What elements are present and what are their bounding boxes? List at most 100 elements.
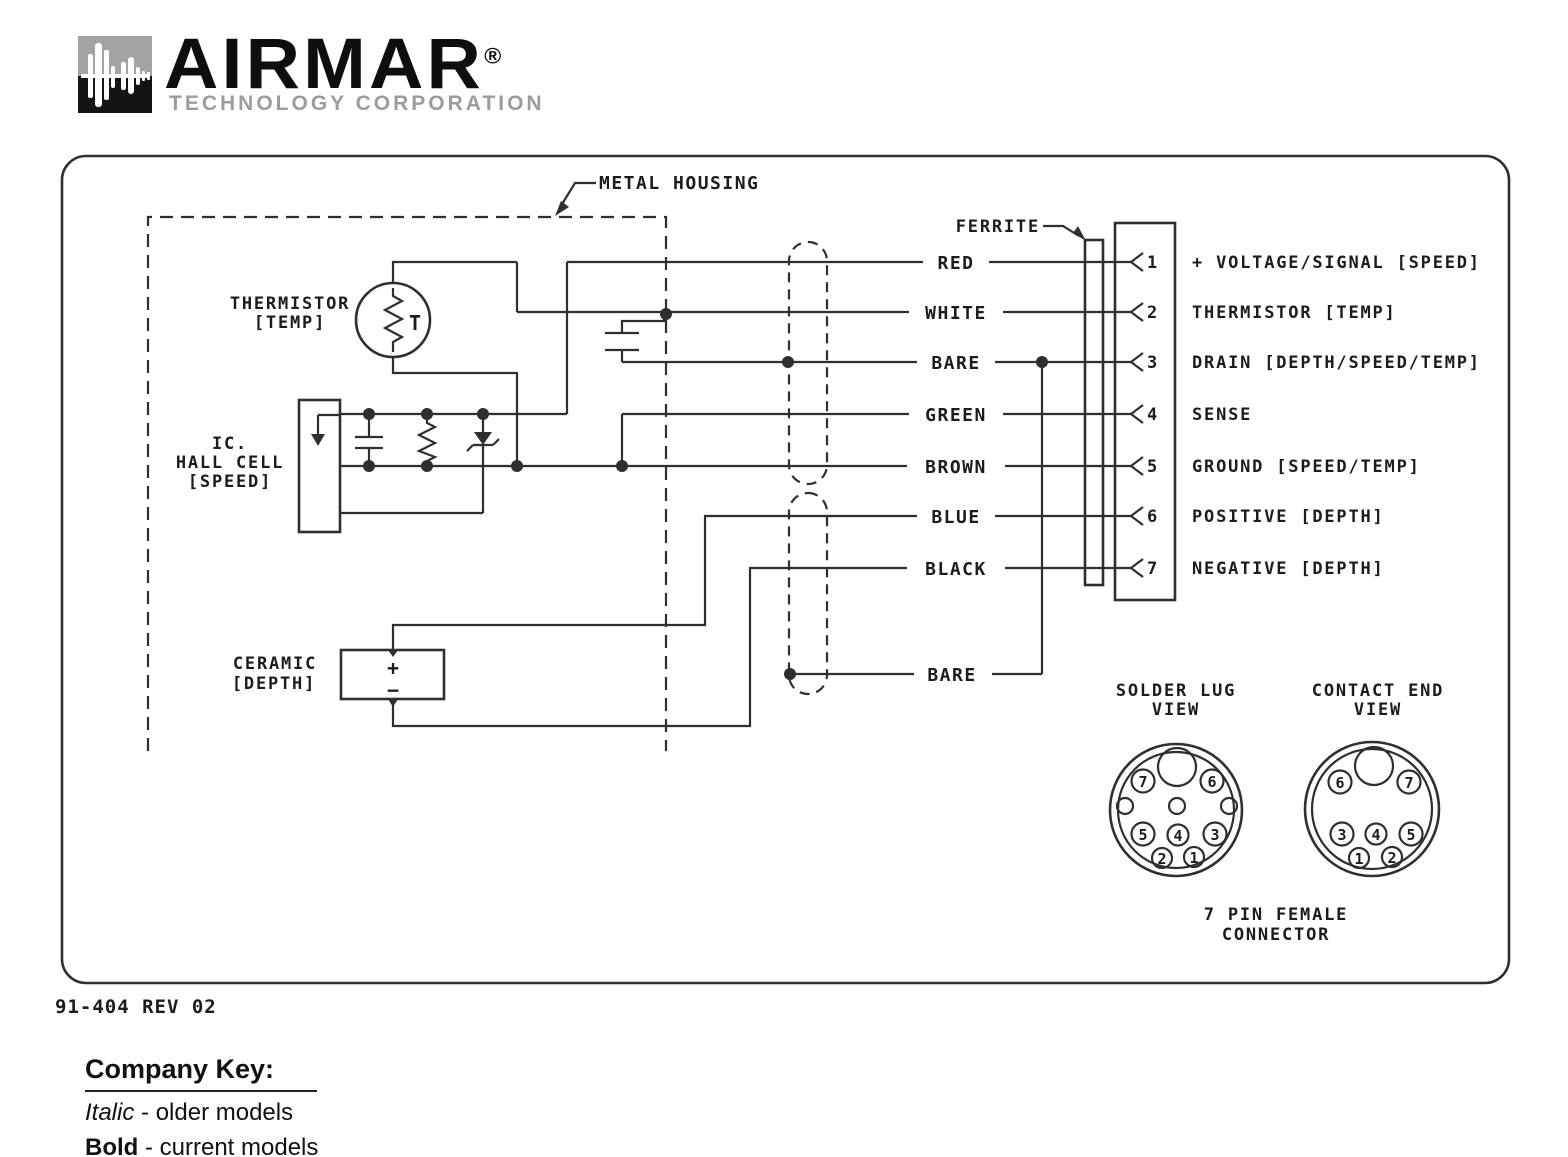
pin-number-6: 6	[1147, 507, 1159, 527]
thermistor-ground-junction	[511, 460, 523, 472]
contact-pin-6: 6	[1335, 774, 1344, 792]
ceramic-label-2: [DEPTH]	[232, 674, 316, 694]
solder-pin-4: 4	[1173, 827, 1182, 845]
keyway-circle	[1353, 745, 1395, 787]
diagram-border	[60, 154, 1511, 985]
pin-number-1: 1	[1147, 253, 1159, 273]
cable-shield-oval-top	[787, 240, 829, 486]
pin-desc-4: SENSE	[1192, 405, 1252, 425]
contact-pin-3: 3	[1337, 826, 1346, 844]
connector-caption-1: 7 PIN FEMALE	[1204, 905, 1348, 925]
solder-lug-title-2: VIEW	[1152, 700, 1200, 720]
connector-box	[1113, 221, 1177, 602]
wire-bare-2	[784, 668, 1042, 680]
solder-pin-7: 7	[1138, 773, 1147, 791]
solder-lug-title-1: SOLDER LUG	[1116, 681, 1236, 701]
logo-subtitle: TECHNOLOGY CORPORATION	[169, 92, 545, 115]
contact-end-title-1: CONTACT END	[1312, 681, 1444, 701]
solder-pin-3: 3	[1210, 826, 1219, 844]
registered-mark: ®	[484, 43, 502, 69]
pin-chevron-2	[1129, 302, 1144, 322]
contact-pin-5: 5	[1406, 826, 1415, 844]
wire-label-white: WHITE	[925, 303, 987, 324]
pin-desc-6: POSITIVE [DEPTH]	[1192, 507, 1385, 527]
airmar-logo: AIRMAR® TECHNOLOGY CORPORATION	[0, 0, 600, 130]
center-hole	[1167, 796, 1187, 816]
brand-text: AIRMAR®	[164, 24, 501, 105]
connector-caption-2: CONNECTOR	[1222, 925, 1330, 945]
ferrite-bead	[1083, 238, 1105, 587]
pin-chevron-3	[1129, 352, 1144, 372]
wire-label-black: BLACK	[925, 559, 987, 580]
logo-waveform-icon	[78, 36, 152, 113]
pin-number-7: 7	[1147, 559, 1159, 579]
thermistor-symbol: T	[354, 260, 519, 466]
contact-pin-7: 7	[1404, 774, 1413, 792]
pin-desc-2: THERMISTOR [TEMP]	[1192, 303, 1397, 323]
hall-label-1: IC.	[212, 434, 248, 454]
pin-chevron-7	[1129, 558, 1144, 578]
pin-number-2: 2	[1147, 303, 1159, 323]
pin-desc-5: GROUND [SPEED/TEMP]	[1192, 457, 1421, 477]
doc-number: 91-404 REV 02	[55, 996, 217, 1018]
ferrite-leader	[1043, 224, 1086, 241]
pin-chevron-1	[1129, 252, 1144, 272]
italic-desc: - older models	[134, 1099, 294, 1126]
zener-diode-symbol	[466, 408, 500, 513]
solder-pin-5: 5	[1138, 826, 1147, 844]
wire-green	[616, 412, 1131, 472]
solder-pin-2: 2	[1157, 850, 1166, 868]
contact-pin-4: 4	[1371, 826, 1380, 844]
bold-term: Bold	[85, 1134, 139, 1157]
solder-pin-1: 1	[1189, 849, 1198, 867]
metal-housing-leader	[555, 181, 596, 216]
pin-number-3: 3	[1147, 353, 1159, 373]
contact-end-title-2: VIEW	[1354, 700, 1402, 720]
hall-cell-rails	[340, 262, 920, 515]
solder-pin-6: 6	[1207, 773, 1216, 791]
ceramic-label-1: CERAMIC	[233, 654, 317, 674]
wire-label-blue: BLUE	[931, 507, 980, 528]
company-key-bold-line: Bold - current models	[85, 1134, 318, 1157]
diode-arrow-icon	[311, 434, 325, 446]
wire-blue	[391, 514, 1131, 650]
company-key: Company Key: Italic - older models Bold …	[85, 1054, 318, 1157]
wire-label-green: GREEN	[925, 405, 987, 426]
bypass-capacitor-symbol	[605, 308, 672, 362]
brand-word: AIRMAR	[164, 25, 485, 104]
thermistor-label-2: [TEMP]	[254, 313, 326, 333]
wire-label-bare: BARE	[931, 353, 980, 374]
hall-label-3: [SPEED]	[188, 472, 272, 492]
ferrite-label: FERRITE	[956, 217, 1040, 237]
pin-number-5: 5	[1147, 457, 1159, 477]
company-key-italic-line: Italic - older models	[85, 1099, 318, 1127]
ceramic-box: + −	[339, 648, 446, 707]
pin-number-4: 4	[1147, 405, 1159, 425]
thermistor-label-1: THERMISTOR	[230, 294, 350, 314]
capacitor-symbol	[355, 408, 383, 472]
metal-housing-label: METAL HOUSING	[599, 173, 759, 194]
company-key-title: Company Key:	[85, 1054, 317, 1092]
ceramic-plus-label: +	[387, 656, 399, 680]
pin-desc-3: DRAIN [DEPTH/SPEED/TEMP]	[1192, 353, 1481, 373]
connector-pins: 1 + VOLTAGE/SIGNAL [SPEED] 2 THERMISTOR …	[1129, 252, 1481, 579]
solder-lug-view: SOLDER LUG VIEW 7 6 5 4 3 2 1	[1108, 681, 1244, 878]
side-hole-right	[1219, 796, 1239, 816]
pin-chevron-4	[1129, 404, 1144, 424]
cable-shield-oval-bottom	[787, 491, 829, 696]
resistor-symbol	[416, 408, 438, 472]
contact-end-view: CONTACT END VIEW 6 7 3 4 5 1 2	[1303, 681, 1444, 878]
wire-label-brown: BROWN	[925, 457, 987, 478]
bold-desc: - current models	[138, 1134, 319, 1157]
thermistor-t-label: T	[409, 311, 421, 335]
wire-labels: RED WHITE BARE GREEN BROWN BLUE BLACK BA…	[907, 251, 1005, 686]
pin-chevron-6	[1129, 506, 1144, 526]
wire-label-bare-2: BARE	[927, 665, 976, 686]
hall-label-2: HALL CELL	[176, 453, 284, 473]
keyway-circle	[1156, 746, 1198, 788]
wire-label-red: RED	[937, 253, 974, 274]
contact-pin-1: 1	[1354, 850, 1363, 868]
pin-desc-1: + VOLTAGE/SIGNAL [SPEED]	[1192, 253, 1481, 273]
